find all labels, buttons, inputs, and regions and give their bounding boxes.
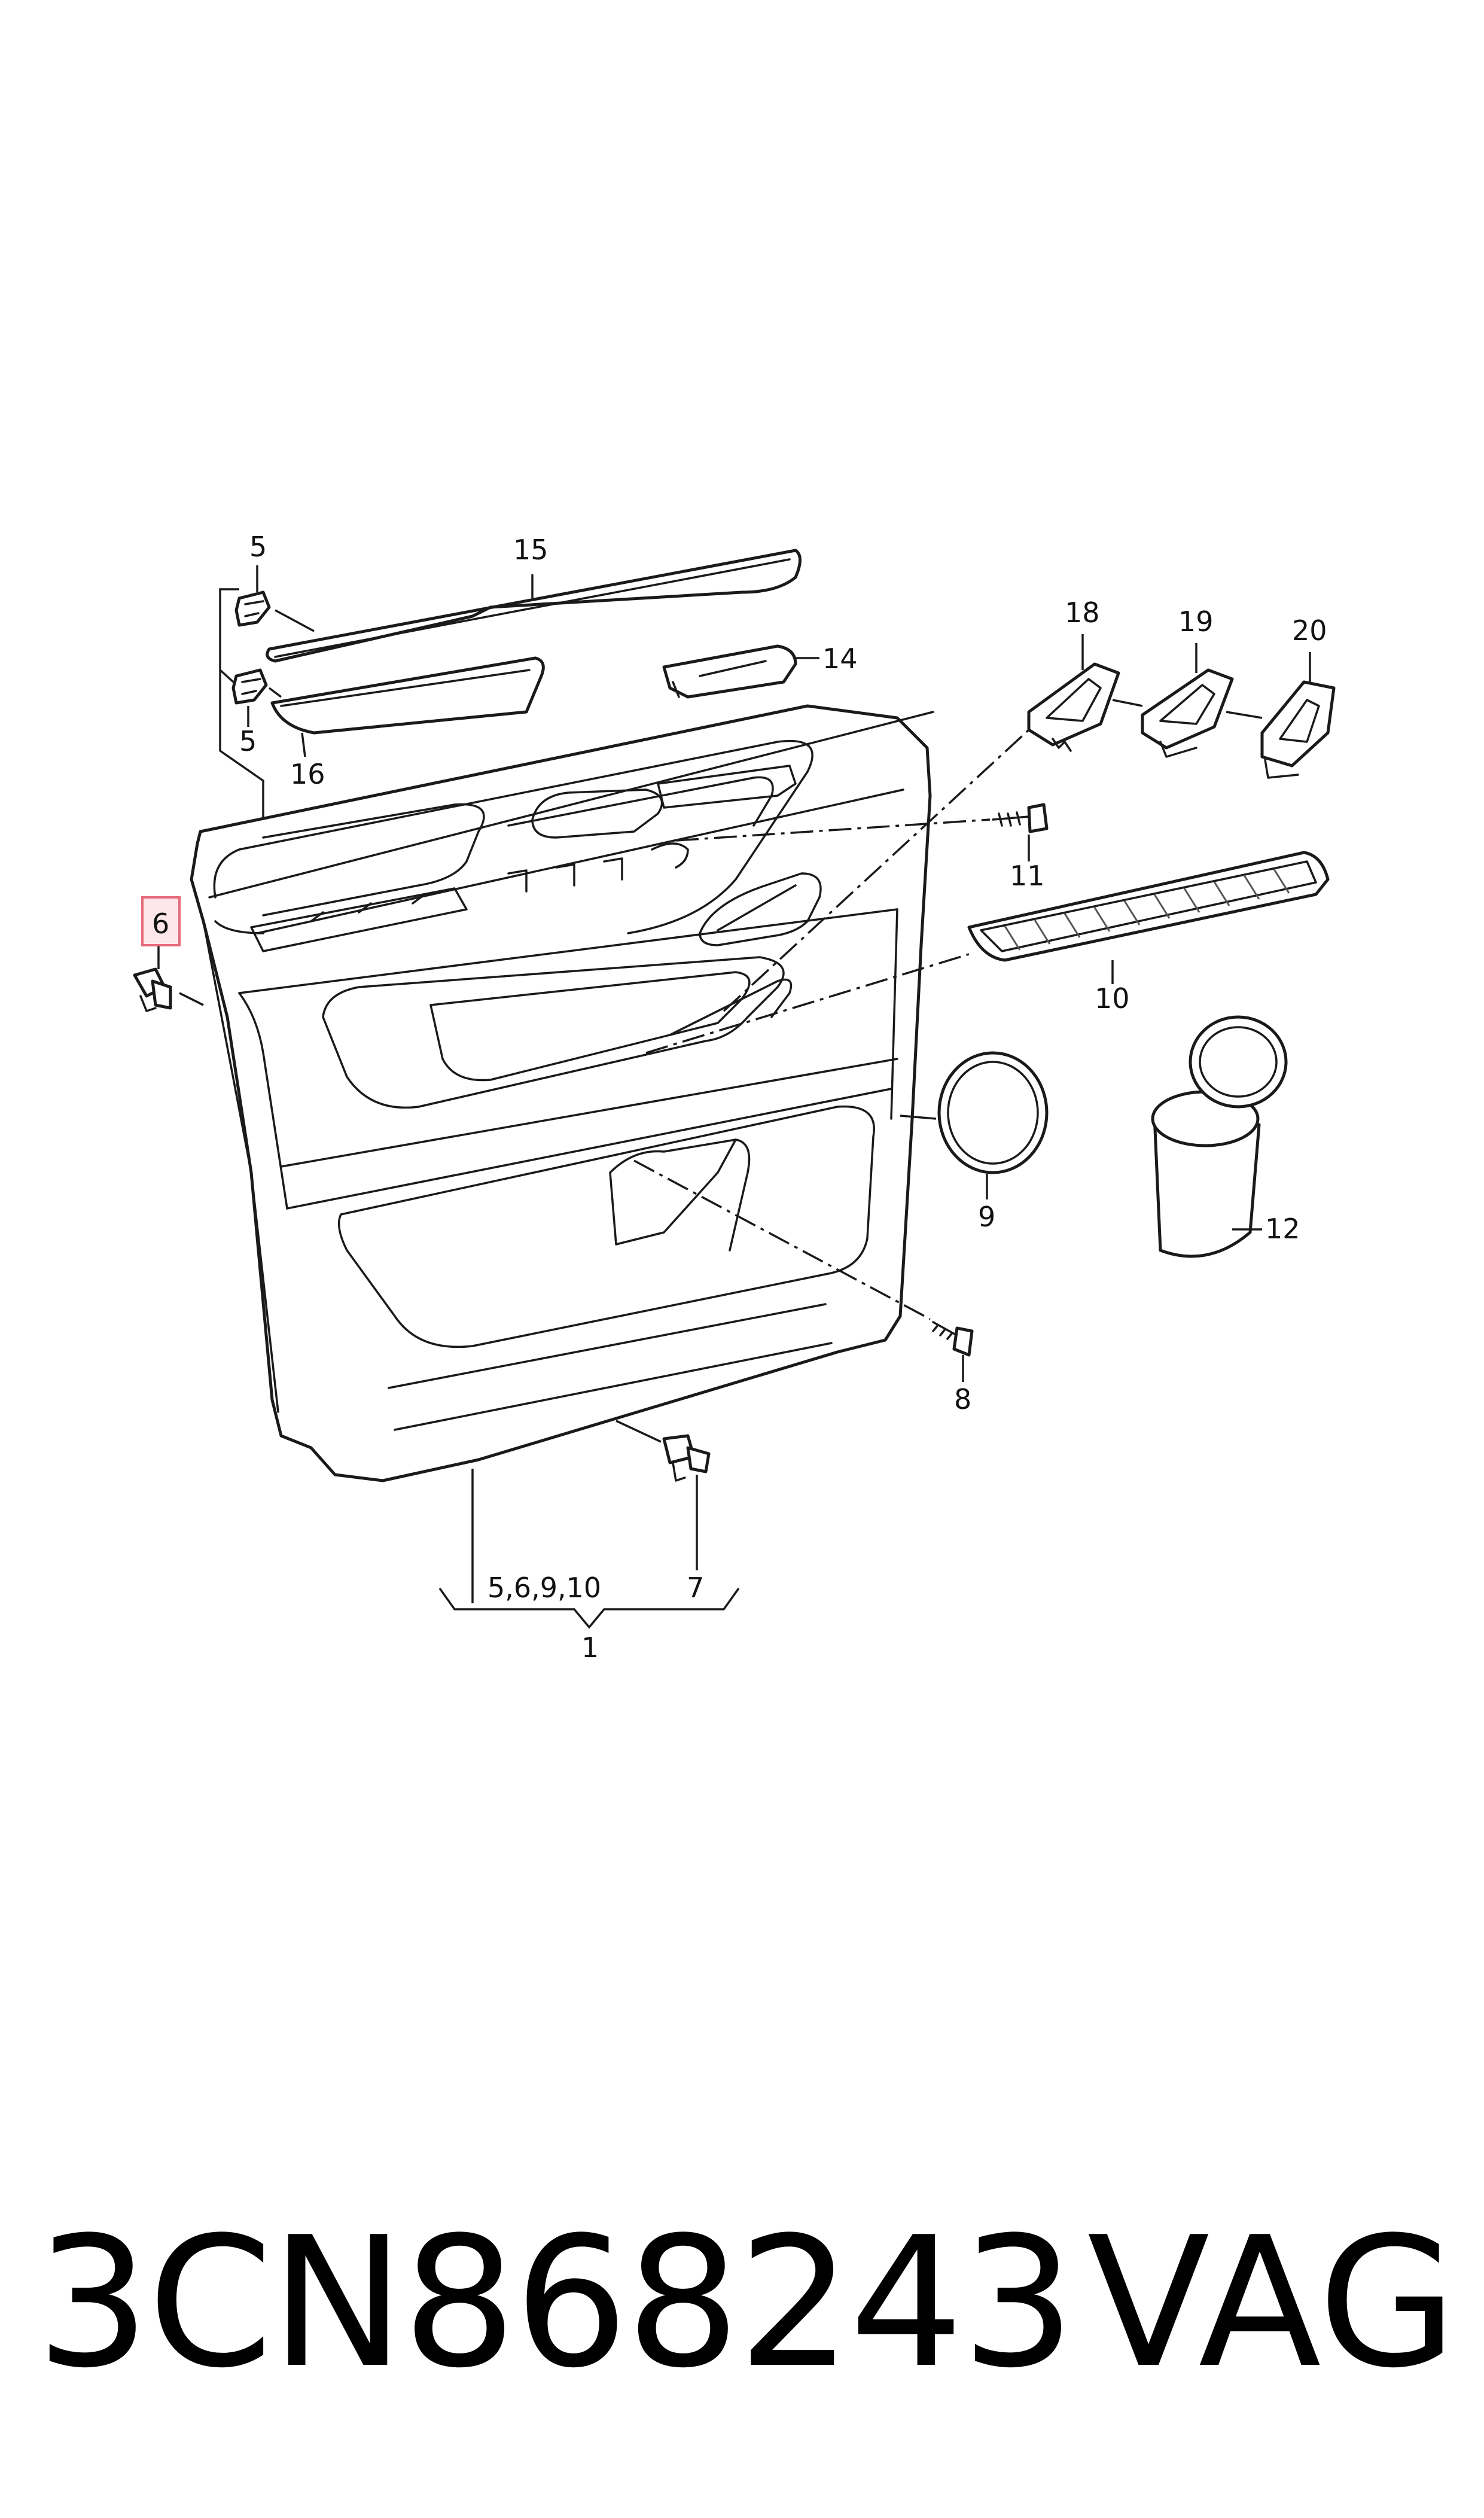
axis-18: [723, 729, 1030, 1012]
callout-20: 20: [1292, 614, 1327, 647]
callout-11: 11: [1010, 860, 1045, 892]
part-number: 3CN868243: [36, 2199, 1075, 2407]
screw-part-11: [992, 803, 1049, 833]
fastener-part-7: [662, 1434, 711, 1482]
leader-9-panel: [900, 1115, 937, 1120]
highlight-box-6: [141, 896, 181, 946]
brand-label: VAG: [1087, 2199, 1457, 2407]
trim-strip-part-16: [270, 656, 545, 735]
clip-part-5-top: [234, 590, 271, 627]
clip-part-5-bottom: [231, 668, 268, 705]
cover-part-14: [662, 644, 797, 699]
leader-5-bottom-to-strip: [268, 687, 282, 698]
callout-7: 7: [687, 1572, 704, 1604]
callout-6: 6: [152, 908, 169, 940]
callout-8: 8: [954, 1383, 971, 1415]
trim-strip-part-15: [266, 549, 802, 663]
callout-5-bottom: 5: [239, 725, 257, 757]
leader-7-panel: [615, 1420, 662, 1443]
leader-18-19: [1112, 699, 1143, 707]
callout-5-top: 5: [249, 531, 267, 563]
group-1-includes: 5,6,9,10: [487, 1572, 601, 1604]
axis-8: [633, 1159, 931, 1320]
callout-15: 15: [513, 534, 548, 566]
axis-11: [675, 818, 991, 842]
switch-bezel-part-19: [1141, 668, 1234, 758]
callout-16: 16: [290, 758, 325, 790]
callout-18: 18: [1065, 596, 1100, 629]
ring-part-9: [937, 1051, 1049, 1174]
axis-10: [645, 953, 970, 1054]
door-trim-panel-part-1: [190, 704, 934, 1482]
switch-bezel-part-20: [1260, 680, 1336, 779]
cup-holder-part-12: [1151, 1015, 1288, 1258]
leader-19-20: [1226, 711, 1263, 719]
callout-1: 1: [581, 1631, 599, 1664]
callout-14: 14: [822, 643, 858, 675]
leader-5-top-to-strip: [275, 609, 315, 632]
screw-part-8: [932, 1321, 974, 1357]
callout-9: 9: [978, 1201, 995, 1233]
fastener-part-6: [133, 967, 172, 1012]
switch-bezel-part-18: [1027, 662, 1120, 752]
callout-10: 10: [1095, 982, 1130, 1015]
group-bracket-1: [438, 1587, 740, 1629]
leader-6-panel: [179, 992, 204, 1006]
leader-16: [301, 732, 306, 757]
mat-part-10: [967, 851, 1330, 962]
bracket-5-mid: [219, 669, 234, 683]
callout-19: 19: [1178, 605, 1214, 638]
callout-12: 12: [1265, 1213, 1300, 1245]
